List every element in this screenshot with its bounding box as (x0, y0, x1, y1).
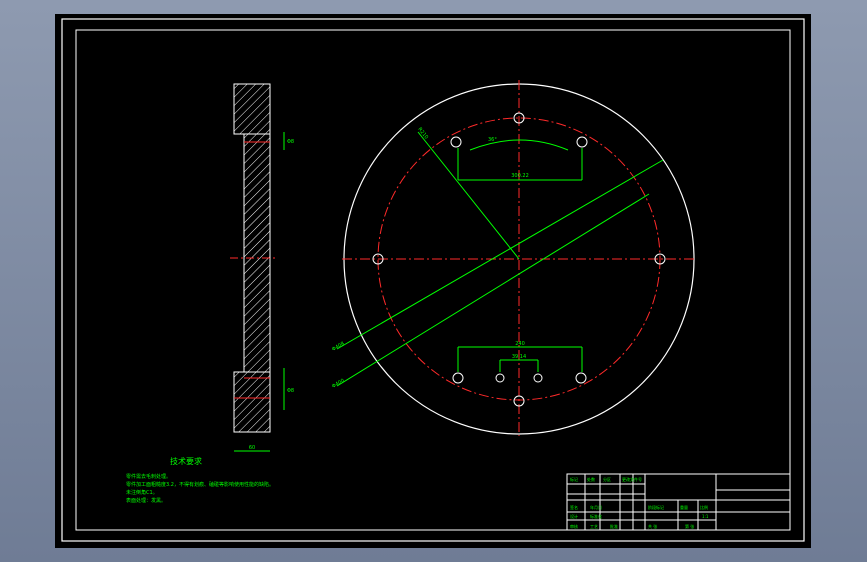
tech-line-1: 零件需去毛刺处理。 (126, 473, 171, 480)
front-view: R210 300.22 36° 240 39.14 Φ408 Φ400 (331, 80, 696, 436)
tech-title: 技术要求 (170, 456, 202, 466)
tb-text-1: 标记 (570, 476, 578, 482)
hole-bottom (513, 395, 525, 407)
dim-left-diag-2 (336, 193, 650, 387)
drawing-border-outer (61, 18, 805, 542)
dim-left-diag-1-text: Φ408 (331, 341, 346, 353)
technical-requirements: 技术要求 零件需去毛刺处理。 零件加工面粗糙度3.2，不得有划痕、磕碰等影响使用… (126, 456, 274, 504)
tb-text-9: 阶段标记 (648, 504, 664, 510)
drawing-border-inner (75, 29, 791, 531)
dim-angle-text: 36° (488, 137, 497, 143)
side-view: 60 Φ8 Φ8 (230, 83, 294, 452)
side-dim-bottom-text: Φ8 (287, 388, 294, 394)
title-block (566, 473, 791, 531)
tb-text-3: 分区 (603, 476, 611, 482)
title-block-text: 标记 处数 分区 更改文件号 签名 年月日 设计 标准化 阶段标记 重量 比例 … (570, 476, 709, 529)
side-section-bottom (233, 371, 271, 433)
tb-text-10: 重量 (680, 504, 688, 510)
dim-top-horiz-text: 300.22 (511, 173, 529, 179)
dim-angle-arc (469, 139, 569, 151)
tb-text-13: 第 张 (685, 523, 694, 529)
side-dim-top-text: Φ8 (287, 139, 294, 145)
tb-text-16: 批准 (610, 523, 618, 529)
dim-left-diag-2-text: Φ400 (331, 378, 346, 390)
dimensions: R210 300.22 36° 240 39.14 Φ408 Φ400 (331, 127, 664, 390)
hole-left (372, 253, 384, 265)
tb-text-14: 审核 (570, 523, 578, 529)
hole-bottom-mid-right (533, 373, 543, 383)
dim-bottom-inner-text: 39.14 (512, 354, 526, 360)
tb-text-8: 标准化 (590, 513, 602, 519)
tech-line-2: 零件加工面粗糙度3.2，不得有划痕、磕碰等影响使用性能的缺陷。 (126, 481, 274, 488)
tb-text-7: 设计 (570, 513, 578, 519)
tb-text-2: 处数 (587, 476, 595, 482)
tech-line-3: 未注倒角C1。 (126, 489, 158, 496)
drawing-background (55, 14, 811, 548)
hole-top (513, 112, 525, 124)
dim-left-diag-1 (336, 159, 664, 350)
side-section-top (233, 83, 271, 135)
tb-text-12: 共 张 (648, 523, 657, 529)
hole-bottom-left (452, 372, 464, 384)
tb-text-15: 工艺 (590, 524, 598, 529)
tb-text-6: 年月日 (590, 504, 602, 510)
tb-text-4: 更改文件号 (622, 476, 642, 482)
hole-bottom-mid-left (495, 373, 505, 383)
dim-bottom-outer-text: 240 (515, 341, 525, 347)
tb-text-11: 比例 (700, 504, 708, 510)
hole-bottom-right (575, 372, 587, 384)
side-dim-width-text: 60 (249, 445, 255, 451)
tech-line-4: 表面处理：发黑。 (126, 497, 166, 504)
side-section-mid (243, 133, 271, 373)
hole-top-left (450, 136, 462, 148)
hole-top-right (576, 136, 588, 148)
tb-scale: 1:1 (702, 514, 709, 519)
dim-radius-line (417, 131, 520, 260)
hole-right (654, 253, 666, 265)
tb-text-5: 签名 (570, 504, 578, 510)
hole-pattern (372, 112, 666, 407)
